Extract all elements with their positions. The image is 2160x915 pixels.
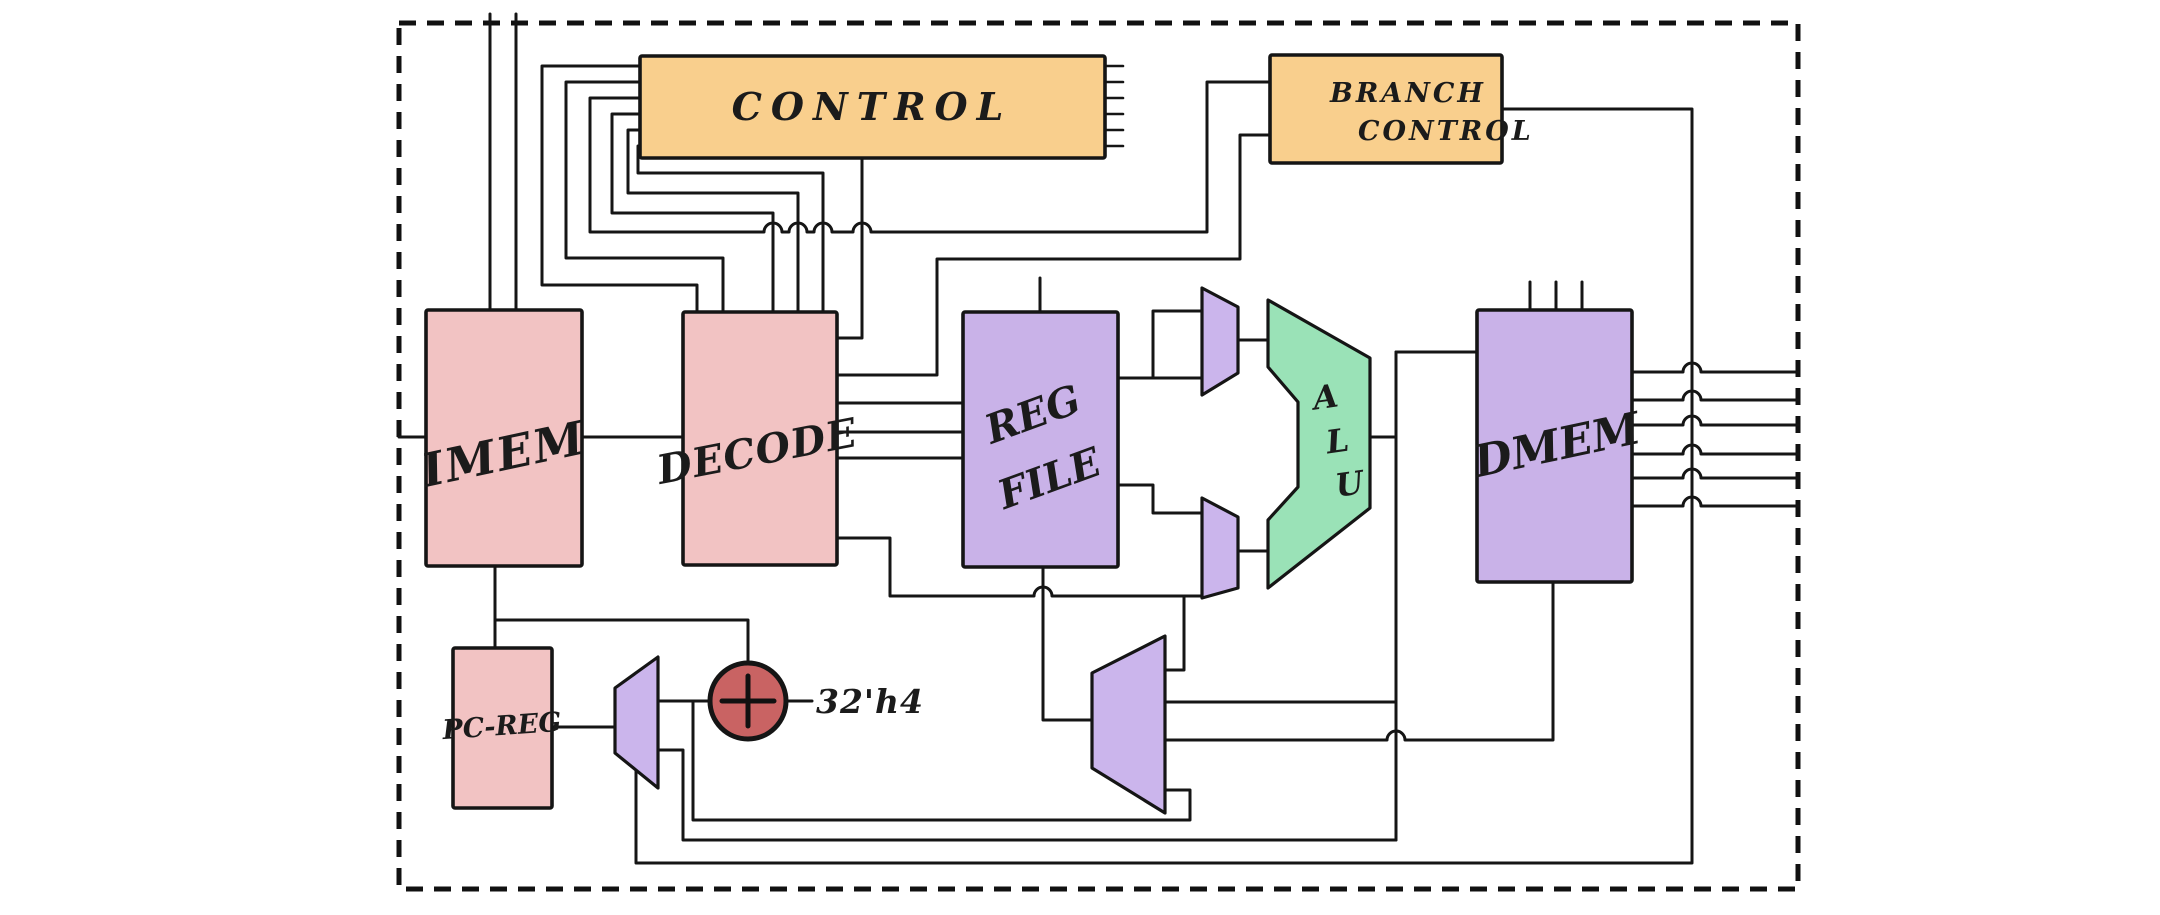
wire-control-bus-to-branch [588, 80, 1272, 234]
core-boundary-dashed-border [396, 20, 1801, 892]
control-box [638, 54, 1107, 160]
wire-writeback-to-regfile [1041, 565, 1094, 722]
wire-regfile-rs2-to-muxB [1116, 483, 1204, 515]
wire-rs1-branch-to-muxA-upper [1151, 309, 1204, 380]
wire-decode-to-branch-control [835, 133, 1272, 377]
dmem-output-wires [1630, 361, 1800, 508]
wire-control-to-decode [835, 156, 864, 340]
wire-decode-immediate-bus [835, 536, 1205, 598]
alu-operand-b-mux [1200, 496, 1240, 600]
wire-pcplus4-to-writeback-mux [691, 699, 1192, 822]
dmem-box [1475, 308, 1634, 584]
plus-icon [719, 673, 777, 729]
decode-box [681, 310, 839, 567]
writeback-mux [1090, 634, 1167, 815]
wire-control-nest-6 [636, 144, 825, 314]
wire-branch-target-to-pcmux [656, 748, 1398, 842]
branch-control-label-line2: CONTROL [1358, 116, 1534, 147]
pc-source-mux [613, 655, 660, 790]
wire-dmem-to-writeback-mux [1163, 580, 1555, 742]
alu-operand-a-mux [1200, 286, 1240, 397]
wire-control-nest-4 [610, 112, 775, 314]
wires [397, 12, 1800, 865]
wire-branch-control-to-pcmux-select [634, 107, 1694, 865]
control-output-ticks [1103, 64, 1125, 148]
control-label: CONTROL [732, 84, 1013, 129]
wire-control-nest-5 [626, 128, 800, 314]
wire-control-nest-2 [564, 80, 725, 314]
wire-pc-to-adder [493, 618, 750, 665]
regfile-box [961, 310, 1120, 569]
pc-adder [707, 660, 789, 742]
alu-label-l: L [1323, 421, 1352, 462]
pc-increment-constant-label: 32'h4 [816, 682, 924, 721]
branch-control-box [1268, 53, 1504, 165]
alu-shape [1266, 298, 1372, 590]
wire-control-nest-1 [540, 64, 699, 314]
branch-control-label-line1: BRANCH [1329, 78, 1486, 109]
wire-immediate-to-writeback-mux [1163, 594, 1186, 672]
pcreg-box [451, 646, 554, 810]
imem-box [424, 308, 584, 568]
